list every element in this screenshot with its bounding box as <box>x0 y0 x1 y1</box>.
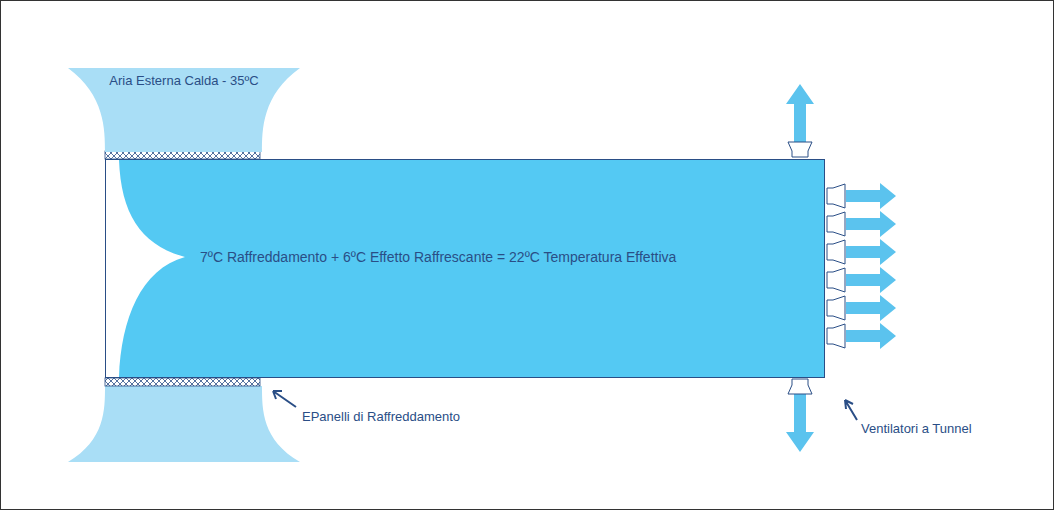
node-text: 7ºC Raffreddamento + 6ºC Effetto Raffres… <box>200 249 676 265</box>
node-text: Aria Esterna Calda - 35ºC <box>109 73 258 88</box>
air-intake: Aria Esterna Calda - 35ºC <box>68 68 300 152</box>
tunnel-house: 7ºC Raffreddamento + 6ºC Effetto Raffres… <box>105 159 825 378</box>
cooling-pad <box>105 378 260 386</box>
cooling-pad <box>105 151 260 159</box>
part-label: EPanelli di Raffreddamento <box>302 409 460 424</box>
tunnel-house-outline <box>105 159 825 378</box>
part-label: Ventilatori a Tunnel <box>861 421 972 436</box>
air-intake <box>68 386 300 462</box>
